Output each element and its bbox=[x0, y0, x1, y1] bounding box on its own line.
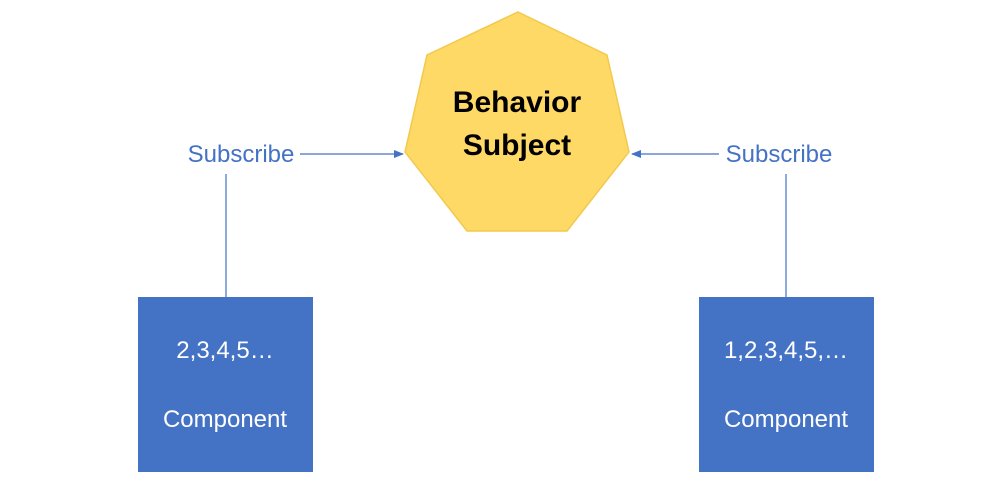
left-component-values: 2,3,4,5… bbox=[176, 337, 273, 364]
right-component-values: 1,2,3,4,5,… bbox=[724, 337, 848, 364]
right-component-box bbox=[699, 297, 874, 472]
hub-label-line2: Subject bbox=[463, 129, 571, 162]
left-component-box bbox=[138, 297, 313, 472]
hub-label-line1: Behavior bbox=[453, 86, 582, 119]
behavior-subject-hub bbox=[404, 11, 630, 232]
right-subscribe-label: Subscribe bbox=[726, 141, 833, 168]
right-component-label: Component bbox=[724, 406, 848, 433]
left-subscribe-label: Subscribe bbox=[188, 141, 295, 168]
left-component-label: Component bbox=[163, 406, 287, 433]
